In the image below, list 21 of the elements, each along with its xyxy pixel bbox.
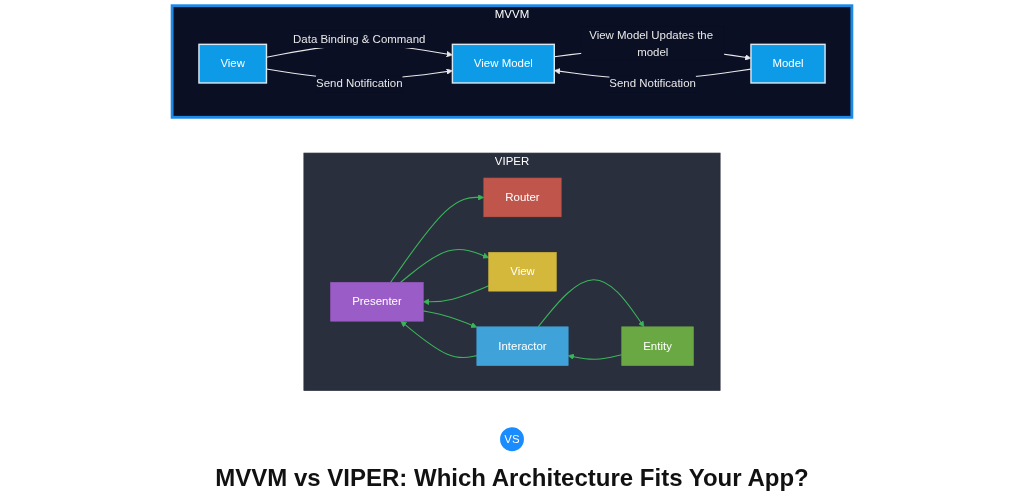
node-circle: VS [497, 425, 527, 454]
diagram-title: MVVM vs VIPER: Which Architecture Fits Your App? [215, 464, 809, 492]
edge-label: Send Notification [316, 77, 403, 90]
arrow [389, 194, 485, 284]
node-box: Entity [621, 326, 694, 366]
node-box: View [488, 252, 557, 292]
arrow [399, 248, 490, 284]
edge-label: Send Notification [609, 77, 696, 90]
node-box: View [198, 43, 268, 84]
arrow [422, 310, 478, 328]
arrow [537, 279, 645, 328]
node-box: View Model [451, 43, 555, 84]
arrow [400, 320, 478, 359]
arrow [567, 353, 623, 360]
arrow [422, 285, 490, 305]
node-box: Model [750, 43, 826, 84]
node-box: Router [483, 177, 562, 218]
node-box: Presenter [330, 282, 424, 322]
edge-label: Data Binding & Command [293, 32, 426, 46]
edge-label: View Model Updates the model [589, 28, 714, 58]
node-box: Interactor [476, 326, 569, 366]
